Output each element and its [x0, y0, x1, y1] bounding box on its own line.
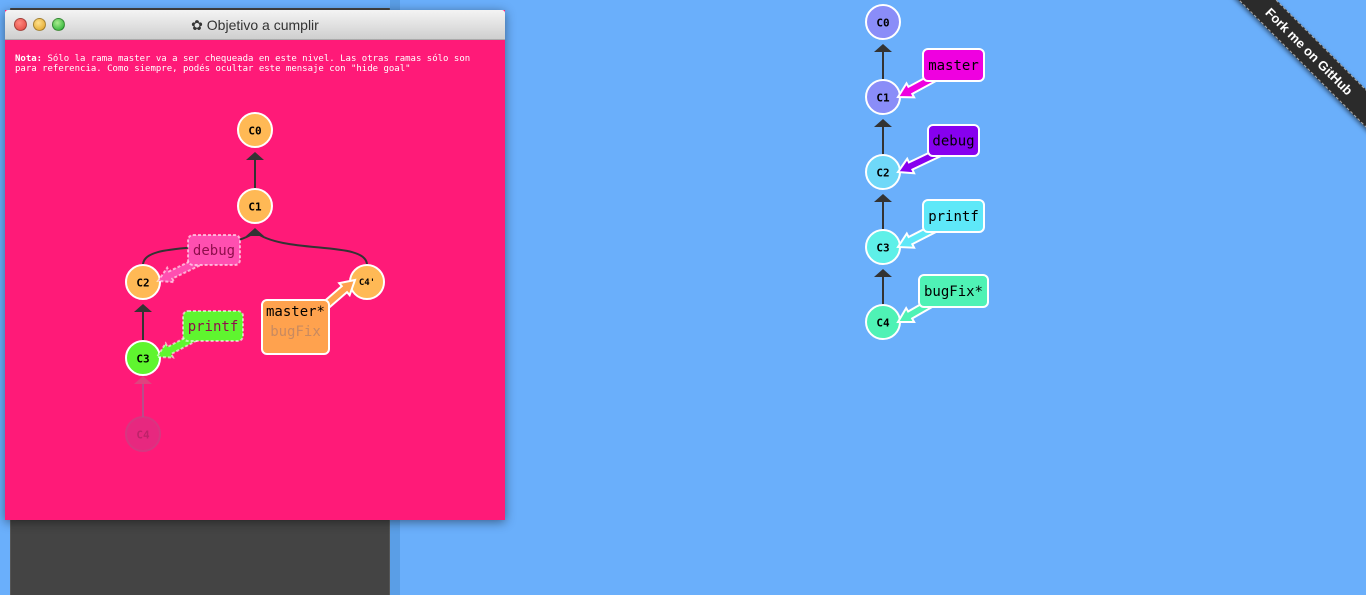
branch-box[interactable] [261, 299, 330, 355]
branch-label: bugFix* [924, 284, 983, 300]
edge-arrowhead [874, 44, 892, 52]
edge-arrowhead [874, 269, 892, 277]
commit-node[interactable]: C0 [865, 4, 901, 40]
commit-circle[interactable] [125, 416, 161, 452]
commit-node[interactable]: C0 [237, 112, 273, 148]
commit-circle[interactable] [865, 4, 901, 40]
commit-circle[interactable] [237, 112, 273, 148]
close-button[interactable] [14, 18, 27, 31]
commit-circle[interactable] [237, 188, 273, 224]
branch-box[interactable] [182, 310, 244, 342]
branch-tag[interactable]: master* bugFix [261, 278, 357, 355]
minimize-button[interactable] [33, 18, 46, 31]
branch-label: debug [932, 134, 974, 150]
commit-label: C4' [359, 278, 375, 288]
goal-titlebar[interactable]: ✿ Objetivo a cumplir [5, 10, 505, 40]
branch-label: master [928, 58, 979, 74]
commit-edge [254, 231, 368, 266]
goal-title: ✿ Objetivo a cumplir [5, 17, 505, 34]
commit-label: C1 [876, 92, 890, 105]
branch-tag[interactable]: printf [896, 199, 985, 249]
commit-node[interactable]: C2 [865, 154, 901, 190]
gear-icon: ✿ [191, 17, 203, 33]
commit-label: C3 [136, 353, 149, 366]
branch-tag[interactable]: master [896, 48, 985, 99]
branch-box[interactable] [187, 234, 241, 266]
commit-circle[interactable] [125, 264, 161, 300]
branch-label: debug [193, 243, 235, 259]
goal-note: Nota: Sólo la rama master va a ser chequ… [15, 54, 485, 74]
commit-node[interactable]: C1 [237, 188, 273, 224]
branch-label: printf [928, 209, 979, 225]
branch-box[interactable] [918, 274, 989, 308]
commit-label: C4 [876, 317, 890, 330]
commit-node[interactable]: C3 [865, 229, 901, 265]
commit-node[interactable]: C2 [125, 264, 161, 300]
edge-arrowhead [134, 304, 152, 312]
commit-label: C0 [876, 17, 889, 30]
branch-label: printf [188, 319, 239, 335]
commit-label: C0 [248, 125, 261, 138]
commit-label: C1 [248, 201, 262, 214]
commit-label: C4 [136, 429, 150, 442]
commit-node[interactable]: C4 [125, 416, 161, 452]
commit-label: C2 [136, 277, 149, 290]
goal-title-text: Objetivo a cumplir [206, 17, 319, 33]
edge-arrowhead [874, 194, 892, 202]
edge-arrowhead [246, 228, 264, 236]
commit-node[interactable]: C1 [865, 79, 901, 115]
commit-label: C3 [876, 242, 889, 255]
branch-box[interactable] [922, 48, 985, 82]
branch-label: bugFix [270, 324, 321, 340]
note-label: Nota: [15, 54, 43, 64]
github-ribbon[interactable]: Fork me on GitHub [1216, 0, 1366, 150]
note-text: Sólo la rama master va a ser chequeada e… [15, 54, 471, 74]
branch-tag[interactable]: bugFix* [896, 274, 989, 324]
branch-label: master* [266, 304, 325, 320]
branch-tag[interactable]: printf [155, 310, 244, 359]
edge-arrowhead [246, 152, 264, 160]
commit-label: C2 [876, 167, 889, 180]
maximize-button[interactable] [52, 18, 65, 31]
commit-edge [142, 231, 256, 266]
edge-arrowhead [874, 119, 892, 127]
commit-node[interactable]: C4 [865, 304, 901, 340]
edge-arrowhead [134, 376, 152, 384]
branch-tag[interactable]: debug [896, 124, 980, 175]
branch-box[interactable] [922, 199, 985, 233]
branch-box[interactable] [927, 124, 980, 157]
goal-window[interactable]: ✿ Objetivo a cumplir Nota: Sólo la rama … [5, 10, 505, 520]
branch-tag[interactable]: debug [156, 234, 241, 284]
fork-me-link[interactable]: Fork me on GitHub [1225, 0, 1366, 136]
